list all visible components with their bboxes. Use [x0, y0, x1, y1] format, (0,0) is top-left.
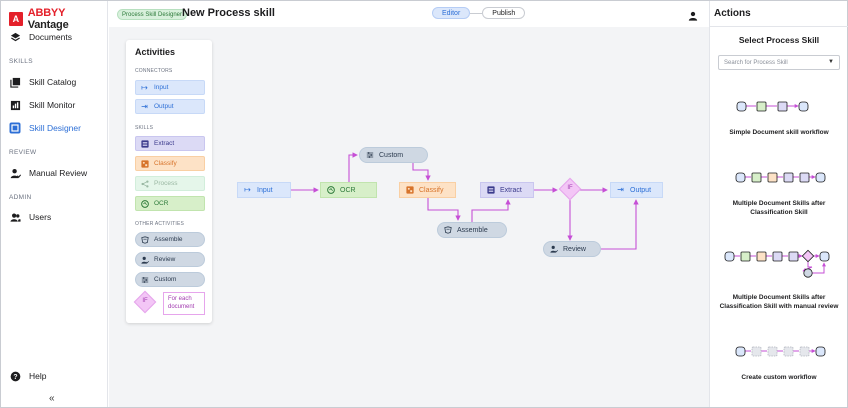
template-thumb-manual-review[interactable] — [724, 249, 830, 278]
review-person-icon — [549, 245, 558, 254]
select-process-skill-title: Select Process Skill — [738, 35, 820, 45]
brand-name: ABBYY — [27, 7, 66, 19]
template-label-multiple[interactable]: Multiple Document Skills after Classific… — [732, 200, 826, 216]
publish-tab[interactable]: Publish — [482, 7, 526, 19]
sidebar-item-documents[interactable]: Documents — [7, 28, 103, 46]
sidebar-item-manual-review[interactable]: Manual Review — [7, 164, 103, 182]
user-account-icon[interactable] — [688, 8, 698, 26]
activity-for-each[interactable]: For each document — [163, 292, 205, 315]
section-label-review: REVIEW — [9, 149, 37, 156]
help-icon: ? — [9, 370, 21, 382]
page-title[interactable]: New Process skill — [182, 7, 275, 19]
sidebar-item-skill-monitor[interactable]: Skill Monitor — [7, 96, 103, 114]
node-output[interactable]: ⇥ Output — [610, 182, 663, 198]
share-icon — [140, 179, 149, 188]
classify-icon — [405, 186, 414, 195]
extract-icon — [140, 139, 149, 148]
activity-assemble[interactable]: Assemble — [135, 232, 205, 247]
assemble-icon — [443, 226, 452, 235]
section-label-skills: SKILLS — [9, 58, 33, 65]
sidebar-item-users[interactable]: Users — [7, 208, 103, 226]
output-arrow-icon: ⇥ — [141, 101, 148, 111]
chart-icon — [9, 99, 21, 111]
review-icon — [9, 167, 21, 179]
chevron-down-icon: ▼ — [828, 59, 834, 65]
activity-review[interactable]: Review — [135, 252, 205, 267]
review-person-icon — [140, 255, 149, 264]
sidebar-item-label: Skill Designer — [29, 123, 81, 133]
activity-output[interactable]: ⇥ Output — [135, 99, 205, 114]
editor-tab[interactable]: Editor — [432, 7, 471, 19]
app-logo[interactable]: A ABBYY Vantage — [9, 7, 107, 31]
template-thumb-custom[interactable] — [735, 346, 826, 357]
template-thumbnails — [724, 101, 830, 357]
sidebar: A ABBYY Vantage Documents SKILLS Skill C… — [1, 1, 108, 407]
template-thumb-simple[interactable] — [736, 101, 809, 112]
sidebar-item-label: Manual Review — [29, 168, 88, 178]
template-label-manual-review[interactable]: Multiple Document Skills after Classific… — [719, 294, 839, 310]
template-thumb-multiple[interactable] — [735, 172, 826, 183]
output-arrow-icon: ⇥ — [617, 185, 624, 194]
sidebar-item-help[interactable]: ? Help — [7, 367, 103, 385]
svg-text:?: ? — [13, 373, 17, 380]
template-label-simple[interactable]: Simple Document skill workflow — [729, 129, 829, 136]
product-name: Vantage — [27, 19, 69, 31]
node-ocr[interactable]: OCR — [320, 182, 377, 198]
classify-icon — [140, 159, 149, 168]
activity-extract[interactable]: Extract — [135, 136, 205, 151]
activity-input[interactable]: ↦ Input — [135, 80, 205, 95]
sidebar-item-label: Skill Monitor — [29, 100, 76, 110]
activity-ocr[interactable]: OCR — [135, 196, 205, 211]
top-bar: Process Skill Designer New Process skill… — [109, 1, 709, 27]
node-assemble[interactable]: Assemble — [437, 222, 507, 238]
connectors-label: CONNECTORS — [135, 68, 173, 74]
actions-title: Actions — [714, 8, 751, 19]
node-classify[interactable]: Classify — [399, 182, 456, 198]
mode-toggle: Editor Publish — [432, 7, 526, 19]
activities-title: Activities — [135, 47, 176, 57]
ocr-icon — [140, 199, 149, 208]
skills-label: SKILLS — [135, 125, 154, 131]
node-if-label: IF — [567, 185, 573, 191]
sidebar-item-skill-designer[interactable]: Skill Designer — [7, 119, 103, 137]
abbyy-logo-icon: A — [9, 12, 23, 26]
actions-panel: Actions Select Process Skill Search for … — [709, 1, 848, 407]
section-label-admin: ADMIN — [9, 194, 32, 201]
node-custom[interactable]: Custom — [359, 147, 428, 163]
sidebar-item-skill-catalog[interactable]: Skill Catalog — [7, 73, 103, 91]
ocr-icon — [326, 186, 335, 195]
activity-custom[interactable]: Custom — [135, 272, 205, 287]
activity-if-label: IF — [142, 298, 148, 304]
activity-classify[interactable]: Classify — [135, 156, 205, 171]
users-icon — [9, 211, 21, 223]
template-label-custom[interactable]: Create custom workflow — [741, 374, 817, 381]
input-arrow-icon: ↦ — [141, 82, 148, 92]
designer-icon — [9, 122, 21, 134]
assemble-icon — [140, 235, 149, 244]
sidebar-item-label: Skill Catalog — [29, 77, 77, 87]
search-placeholder: Search for Process Skill — [724, 59, 788, 66]
activity-process[interactable]: Process — [135, 176, 205, 191]
input-arrow-icon: ↦ — [244, 185, 251, 194]
node-extract[interactable]: Extract — [480, 182, 534, 198]
catalog-icon — [9, 76, 21, 88]
extract-icon — [486, 186, 495, 195]
designer-badge: Process Skill Designer — [117, 9, 188, 20]
node-review[interactable]: Review — [543, 241, 601, 257]
process-skill-search-select[interactable]: Search for Process Skill ▼ — [718, 55, 840, 70]
sidebar-item-label: Help — [29, 371, 47, 381]
layers-icon — [9, 31, 21, 43]
sidebar-item-label: Users — [29, 212, 52, 222]
custom-sliders-icon — [140, 275, 149, 284]
node-input[interactable]: ↦ Input — [237, 182, 291, 198]
sidebar-item-label: Documents — [29, 32, 72, 42]
custom-sliders-icon — [365, 151, 374, 160]
collapse-sidebar-icon[interactable]: « — [49, 393, 55, 404]
other-activities-label: OTHER ACTIVITIES — [135, 221, 185, 227]
